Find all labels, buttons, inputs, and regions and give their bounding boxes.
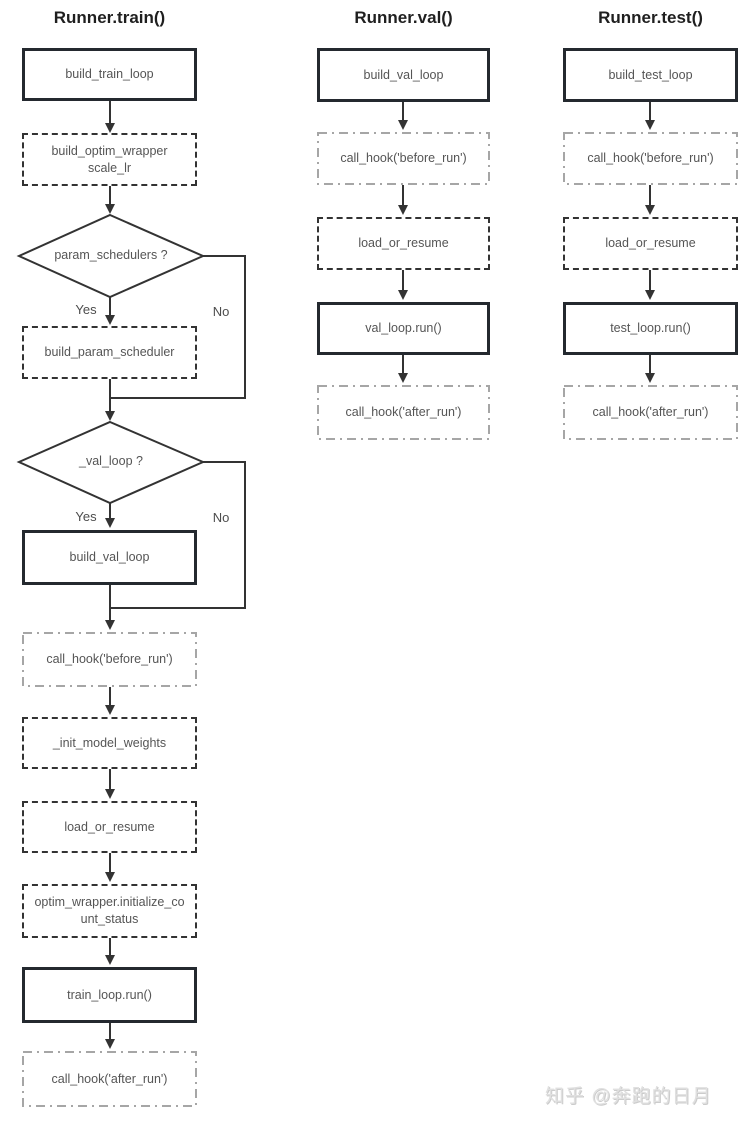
node-label: call_hook('after_run') <box>592 405 709 420</box>
dashdot-border <box>317 385 490 440</box>
node-label: build_optim_wrapper scale_lr <box>51 143 168 175</box>
node-build-test-loop: build_test_loop <box>563 48 738 102</box>
node-label: build_val_loop <box>363 67 444 82</box>
watermark: 知乎 @奔跑的日月 <box>545 1086 712 1107</box>
node-label: train_loop.run() <box>67 987 152 1002</box>
dashdot-border <box>317 132 490 185</box>
node-label: val_loop.run() <box>365 321 442 336</box>
branch-label-yes: Yes <box>75 509 97 524</box>
node-load-or-resume: load_or_resume <box>22 801 197 853</box>
node-label: load_or_resume <box>64 819 155 834</box>
node-load-or-resume-col3: load_or_resume <box>563 217 738 270</box>
node-label: load_or_resume <box>605 236 696 251</box>
column-title-test: Runner.test() <box>598 8 703 27</box>
node-build-train-loop: build_train_loop <box>22 48 197 101</box>
dashdot-border <box>563 385 738 440</box>
branch-label-no: No <box>212 510 230 525</box>
node-label: test_loop.run() <box>610 321 691 336</box>
node-label: build_test_loop <box>608 67 693 82</box>
column-title-train: Runner.train() <box>53 8 166 27</box>
node-label: _init_model_weights <box>52 735 167 750</box>
column-title-val: Runner.val() <box>354 8 453 27</box>
dashdot-border <box>22 632 197 687</box>
dashdot-border <box>22 1051 197 1107</box>
node-label: call_hook('before_run') <box>340 151 467 166</box>
node-call-hook-after-run-col3: call_hook('after_run') <box>563 385 738 440</box>
node-train-loop-run: train_loop.run() <box>22 967 197 1023</box>
node-call-hook-after-run: call_hook('after_run') <box>22 1051 197 1107</box>
node-build-val-loop: build_val_loop <box>22 530 197 585</box>
node-val-loop-run: val_loop.run() <box>317 302 490 355</box>
node-label: build_val_loop <box>69 550 150 565</box>
node-label: call_hook('after_run') <box>51 1071 168 1086</box>
node-label: load_or_resume <box>358 236 449 251</box>
node-call-hook-after-run-col2: call_hook('after_run') <box>317 385 490 440</box>
node-init-model-weights: _init_model_weights <box>22 717 197 769</box>
node-call-hook-before-run-col2: call_hook('before_run') <box>317 132 490 185</box>
decision-param-schedulers-label: param_schedulers ? <box>54 248 168 262</box>
decision-param-schedulers-shape <box>16 213 206 299</box>
node-optim-wrapper-initialize-count-status: optim_wrapper.initialize_count_status <box>22 884 197 938</box>
decision-val-loop-shape <box>16 420 206 505</box>
node-call-hook-before-run: call_hook('before_run') <box>22 632 197 687</box>
node-load-or-resume-col2: load_or_resume <box>317 217 490 270</box>
dashdot-border <box>563 132 738 185</box>
node-build-optim-wrapper-scale-lr: build_optim_wrapper scale_lr <box>22 133 197 186</box>
node-test-loop-run: test_loop.run() <box>563 302 738 355</box>
node-label: call_hook('before_run') <box>46 652 173 667</box>
node-build-val-loop-col2: build_val_loop <box>317 48 490 102</box>
node-call-hook-before-run-col3: call_hook('before_run') <box>563 132 738 185</box>
node-label: call_hook('before_run') <box>587 151 714 166</box>
node-label: call_hook('after_run') <box>345 405 462 420</box>
branch-label-no: No <box>212 304 230 319</box>
node-label: optim_wrapper.initialize_count_status <box>34 895 185 926</box>
node-build-param-scheduler: build_param_scheduler <box>22 326 197 379</box>
node-label: build_param_scheduler <box>44 345 175 360</box>
decision-val-loop-label: _val_loop ? <box>79 454 143 468</box>
branch-label-yes: Yes <box>75 302 97 317</box>
node-label: build_train_loop <box>65 67 154 82</box>
